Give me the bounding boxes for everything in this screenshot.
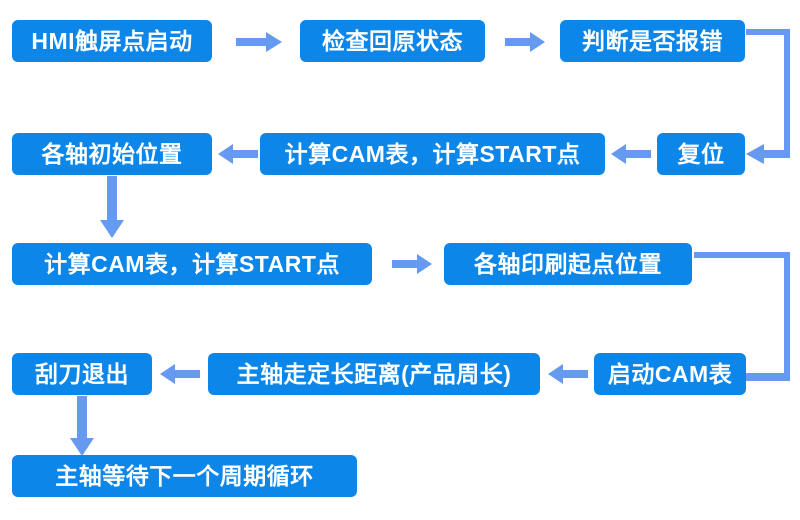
arrow-n5-to-n6 (216, 144, 258, 164)
node-label: 各轴印刷起点位置 (474, 250, 662, 277)
node-label: 计算CAM表，计算START点 (44, 250, 340, 277)
node-judge-alarm[interactable]: 判断是否报错 (560, 20, 745, 62)
arrow-n2-to-n3 (505, 32, 547, 52)
node-start-cam-table[interactable]: 启动CAM表 (594, 353, 746, 395)
node-label: 检查回原状态 (322, 27, 463, 54)
node-label: 各轴初始位置 (41, 140, 183, 167)
node-axes-print-start-position[interactable]: 各轴印刷起点位置 (444, 243, 692, 285)
node-label: 刮刀退出 (35, 360, 129, 387)
node-spindle-fixed-distance[interactable]: 主轴走定长距离(产品周长) (208, 353, 540, 395)
node-calc-cam-start-row2[interactable]: 计算CAM表，计算START点 (260, 133, 605, 175)
arrow-n4-to-n5 (609, 144, 651, 164)
node-check-home-status[interactable]: 检查回原状态 (300, 20, 485, 62)
node-spindle-wait-next-cycle[interactable]: 主轴等待下一个周期循环 (12, 455, 357, 497)
node-label: 复位 (677, 140, 725, 167)
node-label: 启动CAM表 (607, 360, 733, 387)
node-calc-cam-start-row3[interactable]: 计算CAM表，计算START点 (12, 243, 372, 285)
connector-n3-to-n4 (744, 26, 800, 166)
arrow-n11-to-n12 (68, 396, 96, 458)
node-label: 主轴等待下一个周期循环 (55, 462, 314, 489)
node-reset[interactable]: 复位 (657, 133, 745, 175)
arrow-n7-to-n8 (392, 254, 434, 274)
node-label: 判断是否报错 (582, 27, 723, 54)
arrow-n9-to-n10 (546, 364, 588, 384)
arrow-n1-to-n2 (236, 32, 284, 52)
node-axes-initial-position[interactable]: 各轴初始位置 (12, 133, 212, 175)
node-label: HMI触屏点启动 (31, 27, 193, 54)
node-scraper-retract[interactable]: 刮刀退出 (12, 353, 152, 395)
node-label: 计算CAM表，计算START点 (284, 140, 581, 167)
node-hmi-start[interactable]: HMI触屏点启动 (12, 20, 212, 62)
arrow-n6-to-n7 (98, 176, 126, 240)
arrow-n10-to-n11 (158, 364, 200, 384)
node-label: 主轴走定长距离(产品周长) (236, 360, 512, 387)
